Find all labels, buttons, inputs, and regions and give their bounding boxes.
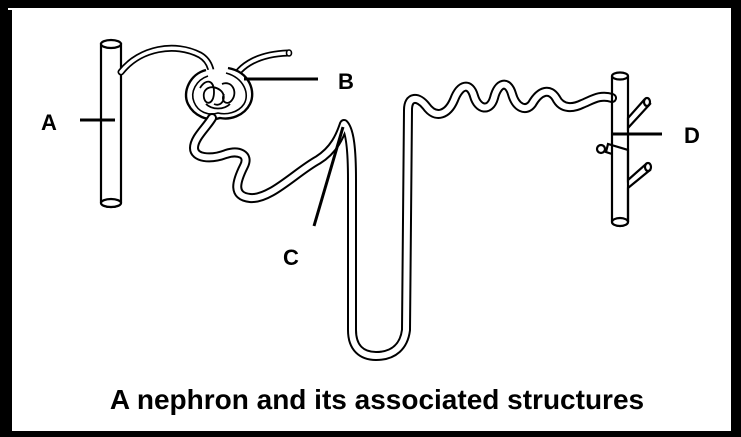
diagram-caption: A nephron and its associated structures — [110, 384, 644, 415]
label-b: B — [338, 69, 354, 94]
label-c: C — [283, 245, 299, 270]
label-a: A — [41, 110, 57, 135]
glomerulus-capsule — [186, 68, 252, 119]
blood-vessel-left — [101, 40, 121, 207]
label-d: D — [684, 123, 700, 148]
